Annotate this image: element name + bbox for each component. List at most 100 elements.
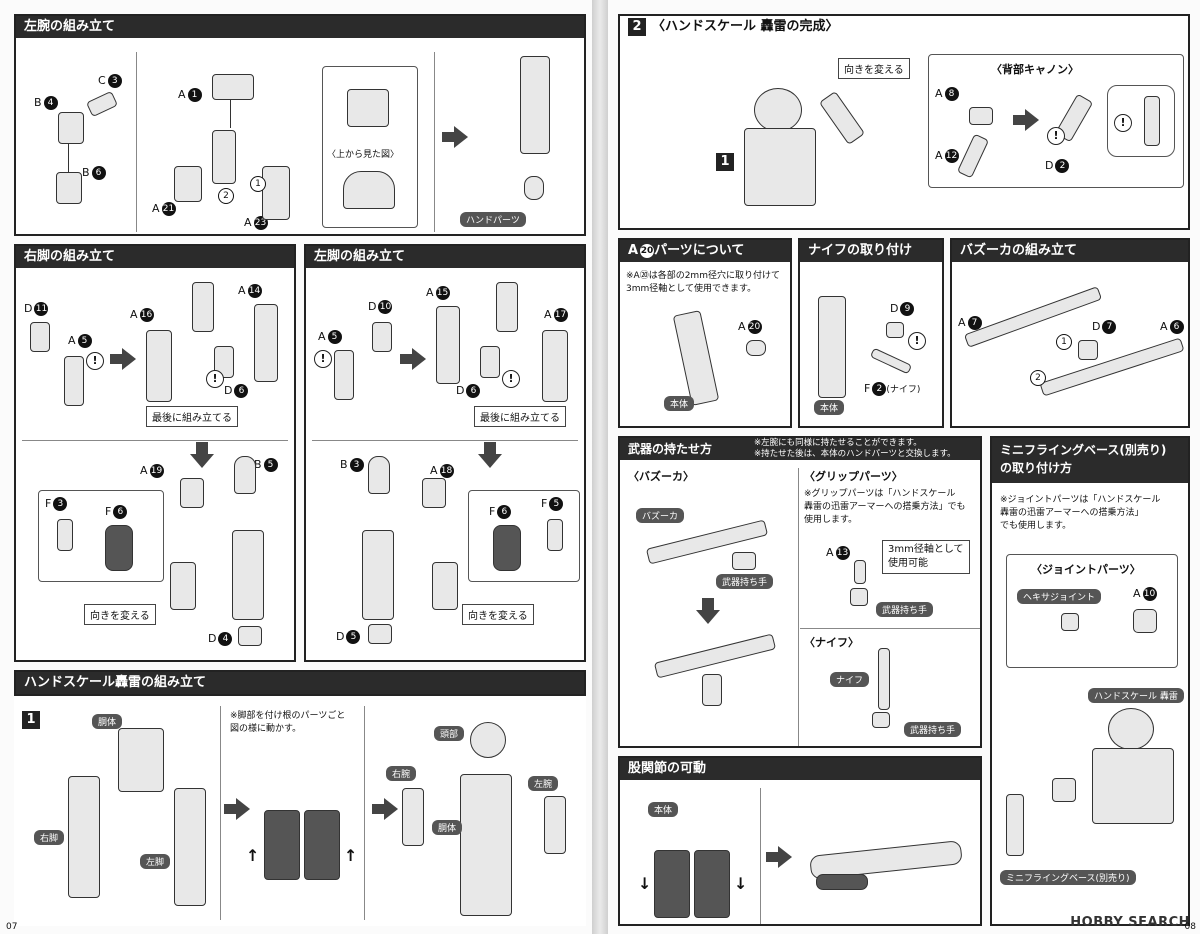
hip-right xyxy=(694,850,730,918)
assembly-note: ※脚部を付け根のパーツごと図の様に動かす。 xyxy=(230,711,346,734)
part-a23 xyxy=(262,166,290,220)
weapon-notes: ※左腕にも同様に持たせることができます。※持たせた後は、本体のハンドパーツと交換… xyxy=(754,438,956,459)
page-number-right: 08 xyxy=(1184,922,1196,932)
step-1-sub: 1 xyxy=(716,153,734,171)
left-leg-tag: 左脚 xyxy=(140,854,171,869)
assembly-panel: ハンドスケール轟雷の組み立て 1 胴体 右脚 左脚 ※脚部を付け根のパーツごと図… xyxy=(14,670,586,926)
cannon-title: 〈背部キャノン〉 xyxy=(991,63,1079,76)
bazooka-held xyxy=(653,633,777,679)
part-arm-upper xyxy=(212,130,236,184)
arrow-right xyxy=(372,798,398,820)
part-a19 xyxy=(180,478,204,508)
knife-part xyxy=(878,648,890,710)
part-d11 xyxy=(30,322,50,352)
part-b4 xyxy=(58,112,84,144)
base-note: ※ジョイントパーツは「ハンドスケール轟雷の迅雷アーマーへの搭乗方法」でも使用しま… xyxy=(1000,495,1161,531)
body-tag: 本体 xyxy=(648,802,679,817)
arrow-right xyxy=(766,846,792,868)
knife-heading: 〈ナイフ〉 xyxy=(804,636,859,649)
hip-title: 股関節の可動 xyxy=(620,758,980,780)
grip-heading: 〈グリップパーツ〉 xyxy=(804,470,903,483)
book-spine xyxy=(592,0,608,934)
right-leg-part xyxy=(68,776,100,898)
part-b5 xyxy=(234,456,256,494)
leg-main xyxy=(362,530,394,620)
part-c3 xyxy=(85,90,119,118)
right-leg-tag: 右脚 xyxy=(34,830,65,845)
change-dir-box: 向きを変える xyxy=(84,604,156,625)
part-a20 xyxy=(746,340,766,356)
top-view-part-2 xyxy=(343,171,395,209)
cannon-part xyxy=(818,90,866,146)
base-panel: ミニフライングベース(別売り)の取り付け方 ※ジョイントパーツは「ハンドスケール… xyxy=(990,436,1190,926)
track-part xyxy=(816,874,868,890)
body-part xyxy=(460,774,512,916)
part-f3 xyxy=(57,519,73,551)
knife-hand xyxy=(872,712,890,728)
bazooka-title: バズーカの組み立て xyxy=(952,240,1188,262)
top-view-box: 〈上から見た図〉 xyxy=(322,66,418,228)
part-a17 xyxy=(542,330,568,402)
figure-head xyxy=(754,88,802,132)
right-leg-title: 右脚の組み立て xyxy=(16,246,294,268)
bazooka-heading: 〈バズーカ〉 xyxy=(628,470,694,483)
arrow-right xyxy=(400,348,426,370)
part-a7 xyxy=(963,286,1103,348)
complete-title-bar: 2〈ハンドスケール 轟雷の完成〉 xyxy=(620,16,1188,38)
step-1: 1 xyxy=(22,711,40,729)
part-a18 xyxy=(422,478,446,508)
torso-tag: 胴体 xyxy=(92,714,123,729)
figure-body xyxy=(744,128,816,206)
torso-tag-2: 胴体 xyxy=(432,820,463,835)
hand-part xyxy=(732,552,756,570)
bazooka-tag: バズーカ xyxy=(636,508,685,523)
left-arm-part xyxy=(544,796,566,854)
arm-complete xyxy=(520,56,550,154)
part-a15 xyxy=(436,306,460,384)
part-upper xyxy=(192,282,214,332)
base-title: ミニフライングベース(別売り)の取り付け方 xyxy=(992,438,1188,483)
assembly-title: ハンドスケール轟雷の組み立て xyxy=(14,670,586,696)
base-arm xyxy=(1006,794,1024,856)
weapon-panel: 武器の持たせ方 ※左腕にも同様に持たせることができます。※持たせた後は、本体のハ… xyxy=(618,436,982,748)
order-2: 2 xyxy=(1028,370,1046,386)
base-joint xyxy=(1052,778,1076,802)
part-a14 xyxy=(254,304,278,382)
part-f5 xyxy=(547,519,563,551)
weapon-title: 武器の持たせ方 xyxy=(620,438,980,460)
foot-assembled xyxy=(170,562,196,610)
figure-body xyxy=(1092,748,1174,824)
part-a13 xyxy=(854,560,866,584)
hand-part xyxy=(524,176,544,200)
order-2: 2 xyxy=(216,188,234,204)
knife-title: ナイフの取り付け xyxy=(800,240,942,262)
part-b3 xyxy=(368,456,390,494)
right-arm-part xyxy=(402,788,424,846)
arrow-down xyxy=(478,442,502,468)
hand-parts-tag: ハンドパーツ xyxy=(460,212,526,227)
